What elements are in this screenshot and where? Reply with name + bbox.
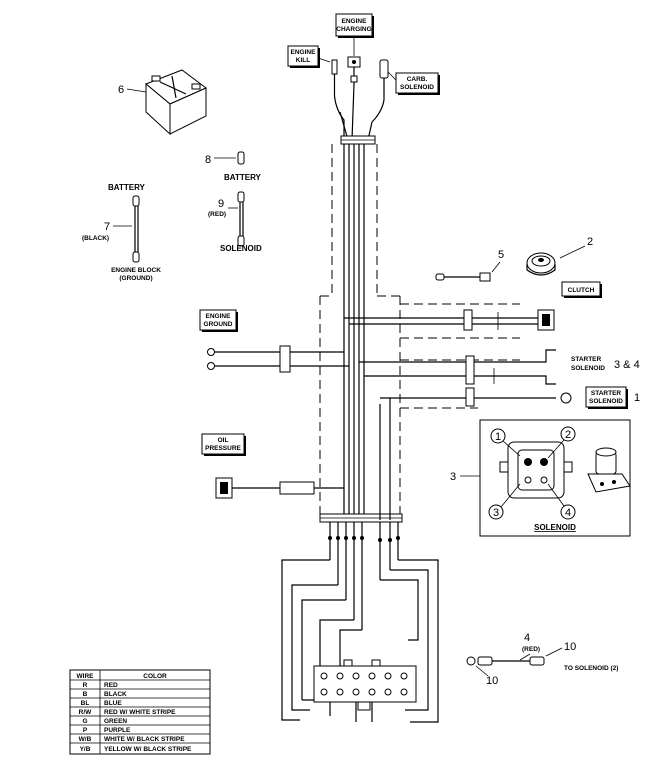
black-ground-cable <box>132 195 140 263</box>
callout-1: 1 <box>634 392 640 404</box>
callout-8: 8 <box>205 154 211 166</box>
svg-text:OIL: OIL <box>218 437 229 444</box>
svg-text:PURPLE: PURPLE <box>104 727 131 734</box>
ignition-switch-block <box>313 659 417 711</box>
black-label: (BLACK) <box>82 235 109 242</box>
callout-10-left: 10 <box>486 675 498 687</box>
callout-10-right: 10 <box>564 641 576 653</box>
engine-charging-label: ENGINE CHARGING <box>335 13 374 38</box>
svg-text:Y/B: Y/B <box>80 746 91 753</box>
callout-9: 9 <box>218 198 224 210</box>
svg-text:RED: RED <box>104 682 118 689</box>
svg-text:(GROUND): (GROUND) <box>119 275 152 282</box>
svg-text:SOLENOID: SOLENOID <box>571 365 605 372</box>
svg-text:2: 2 <box>565 429 571 441</box>
clutch-icon <box>526 252 556 276</box>
solenoid-detail-panel: SOLENOID <box>479 419 631 537</box>
svg-text:CHARGING: CHARGING <box>336 26 371 33</box>
engine-ground-label: ENGINE GROUND <box>199 309 238 332</box>
starter-ring-terminal <box>560 392 572 404</box>
svg-text:PRESSURE: PRESSURE <box>205 445 241 452</box>
red-cable-label: (RED) <box>208 211 226 218</box>
callout-6: 6 <box>118 84 124 96</box>
svg-text:G: G <box>82 718 87 725</box>
svg-text:3: 3 <box>493 507 499 519</box>
lower-connectors <box>328 536 400 542</box>
svg-text:RED W/ WHITE STRIPE: RED W/ WHITE STRIPE <box>104 709 176 716</box>
svg-text:ENGINE: ENGINE <box>206 313 232 320</box>
clutch-wire-part <box>435 272 491 282</box>
svg-text:KILL: KILL <box>296 57 310 64</box>
svg-text:B: B <box>83 691 88 698</box>
callout-4: 4 <box>524 632 530 644</box>
callout-3-and-4: 3 & 4 <box>614 359 640 371</box>
svg-text:P: P <box>83 727 88 734</box>
clutch-harness-clamp <box>463 309 473 331</box>
solenoid-callouts: 1 2 3 4 <box>488 426 576 520</box>
carb-solenoid-label: CARB. SOLENOID <box>395 72 440 95</box>
svg-text:R: R <box>83 682 88 689</box>
svg-text:STARTER: STARTER <box>591 390 622 397</box>
svg-text:BLUE: BLUE <box>104 700 122 707</box>
engine-kill-connector <box>331 59 338 96</box>
engine-kill-label: ENGINE KILL <box>287 45 320 68</box>
svg-text:BLACK: BLACK <box>104 691 127 698</box>
svg-text:ENGINE: ENGINE <box>291 49 317 56</box>
red-solenoid-cable <box>237 191 245 247</box>
starter-solenoid-box-label: STARTER SOLENOID <box>585 386 628 409</box>
callout-5: 5 <box>498 249 504 261</box>
svg-text:YELLOW W/ BLACK STRIPE: YELLOW W/ BLACK STRIPE <box>104 746 192 753</box>
to-solenoid-label: TO SOLENOID (2) <box>564 665 618 672</box>
starter-solenoid-label: STARTER SOLENOID <box>571 356 605 372</box>
battery-label-top: BATTERY <box>108 183 146 192</box>
svg-text:4: 4 <box>565 507 571 519</box>
engine-block-label: ENGINE BLOCK <box>111 267 161 274</box>
clutch-connector <box>537 309 555 331</box>
wire-color-legend: WIRE COLOR R RED B BLACK BL BLUE R/W RED… <box>69 669 211 755</box>
svg-text:SOLENOID: SOLENOID <box>400 84 434 91</box>
starter-harness-clamp <box>465 355 475 385</box>
svg-text:BL: BL <box>81 700 90 707</box>
svg-text:WHITE W/ BLACK STRIPE: WHITE W/ BLACK STRIPE <box>104 736 185 743</box>
battery-icon <box>145 69 207 136</box>
top-harness-clamp <box>340 135 376 145</box>
engine-ground-terminals <box>207 345 349 373</box>
svg-text:SOLENOID: SOLENOID <box>589 398 623 405</box>
solenoid-cable-label: SOLENOID <box>220 244 262 253</box>
engine-charging-connector <box>347 56 361 84</box>
svg-text:STARTER: STARTER <box>571 356 602 363</box>
callout-7: 7 <box>104 221 110 233</box>
svg-text:1: 1 <box>495 431 501 443</box>
svg-text:W/B: W/B <box>79 736 92 743</box>
svg-text:COLOR: COLOR <box>143 673 167 680</box>
battery-cable-label: BATTERY <box>224 173 262 182</box>
oil-pressure-switch <box>215 477 344 499</box>
callout-2: 2 <box>587 236 593 248</box>
svg-text:WIRE: WIRE <box>77 673 95 680</box>
oil-pressure-label: OIL PRESSURE <box>201 433 246 456</box>
svg-text:CARB.: CARB. <box>407 76 428 83</box>
lower-harness-clamp <box>319 513 403 523</box>
callout-3: 3 <box>450 471 456 483</box>
svg-text:GROUND: GROUND <box>204 321 233 328</box>
battery-terminal-cover <box>237 151 245 165</box>
svg-text:ENGINE: ENGINE <box>342 18 368 25</box>
red-small-label: (RED) <box>522 646 540 653</box>
svg-text:CLUTCH: CLUTCH <box>568 287 595 294</box>
svg-text:R/W: R/W <box>79 709 93 716</box>
red-jumper-wire <box>466 656 545 666</box>
starter-ring-clamp <box>465 387 475 407</box>
svg-text:SOLENOID: SOLENOID <box>534 523 576 532</box>
clutch-label: CLUTCH <box>561 281 602 298</box>
svg-text:GREEN: GREEN <box>104 718 127 725</box>
carb-solenoid-connector <box>379 59 389 100</box>
